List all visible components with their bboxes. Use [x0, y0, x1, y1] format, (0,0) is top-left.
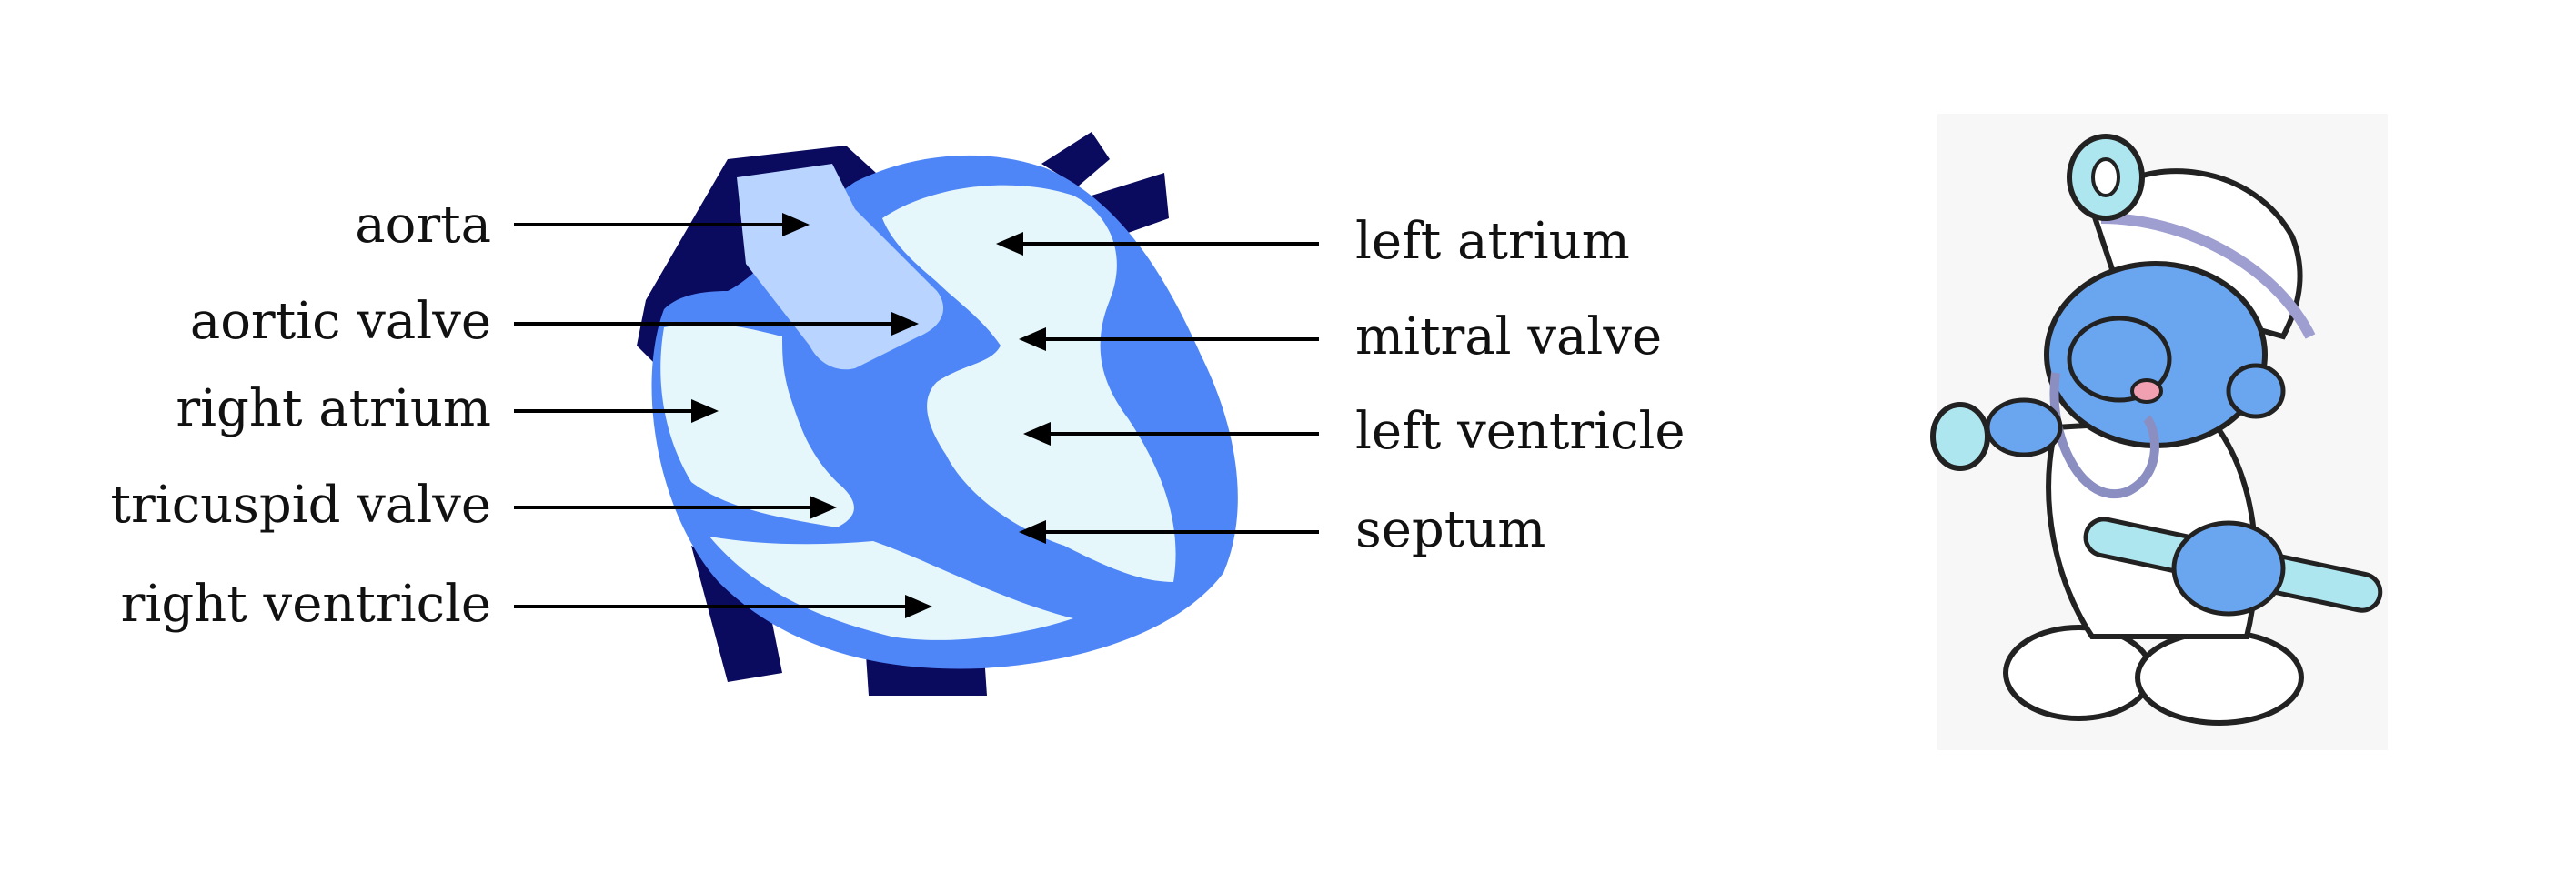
septum-wall: [819, 382, 1101, 592]
doctor-smurf-illustration: [1930, 114, 2388, 750]
label-right-ventricle: right ventricle: [120, 575, 491, 634]
right-ventricle-chamber: [709, 537, 1073, 640]
left-heart-chamber: [882, 185, 1176, 582]
right-arrows: [995, 231, 1319, 545]
label-right-atrium: right atrium: [176, 379, 491, 438]
left-arrows: [514, 212, 933, 619]
label-aortic-valve: aortic valve: [189, 292, 491, 351]
label-left-atrium: left atrium: [1355, 212, 1630, 271]
label-septum: septum: [1355, 500, 1546, 559]
label-tricuspid-valve: tricuspid valve: [110, 476, 491, 535]
right-atrium-chamber: [660, 323, 854, 527]
label-left-ventricle: left ventricle: [1355, 402, 1685, 461]
label-mitral-valve: mitral valve: [1355, 307, 1663, 366]
label-aorta: aorta: [355, 196, 491, 255]
